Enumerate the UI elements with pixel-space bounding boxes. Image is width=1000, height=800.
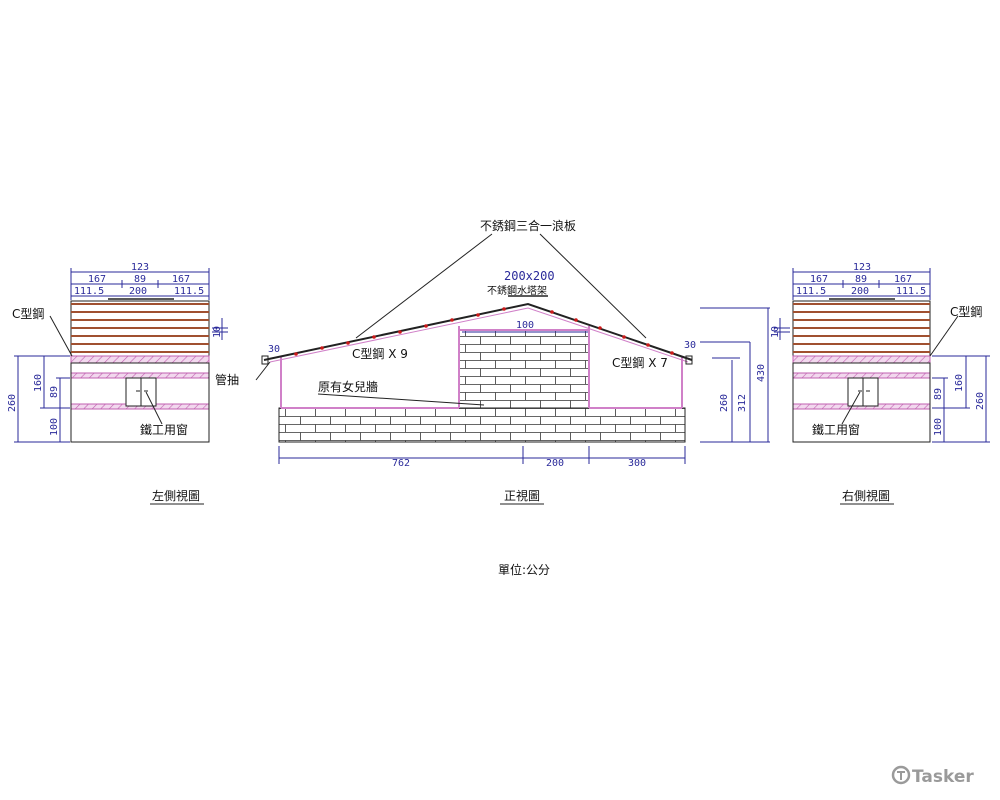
roof-planks-left: [70, 300, 210, 360]
dim-260: 260: [719, 394, 730, 412]
left-view: 123 167 89 167 111.5 200 111.5 10 260 16…: [7, 262, 228, 505]
right-dim-167b: 167: [894, 274, 912, 285]
title-right-view: 右側視圖: [842, 488, 890, 503]
raised-wall-block: [458, 329, 590, 409]
right-dim-260: 260: [975, 392, 986, 410]
dim-430: 430: [756, 364, 767, 382]
front-view: 不銹鋼三合一浪板 200x200 不銹鋼水塔架 C型鋼 X 9 C型鋼 X 7 …: [215, 218, 770, 469]
label-roof-sheet: 不銹鋼三合一浪板: [480, 218, 576, 233]
left-dim-111b: 111.5: [174, 286, 204, 297]
right-dim-89: 89: [855, 274, 867, 285]
roof-planks-right: [792, 300, 931, 360]
watermark-text: Tasker: [912, 767, 974, 787]
label-window-left: 鐵工用窗: [140, 422, 188, 437]
left-dim-260: 260: [7, 394, 18, 412]
label-tank-size: 200x200: [504, 269, 555, 283]
dim-30-left: 30: [268, 344, 280, 355]
gutter-right: [685, 355, 693, 365]
left-dim-111a: 111.5: [74, 286, 104, 297]
left-dim-10: 10: [212, 326, 223, 338]
label-c-steel-left: C型鋼 X 9: [352, 347, 408, 361]
label-c-steel-right: C型鋼 X 7: [612, 356, 668, 370]
right-dim-100: 100: [933, 418, 944, 436]
right-dim-160: 160: [954, 374, 965, 392]
left-dim-100: 100: [49, 418, 60, 436]
label-window-right: 鐵工用窗: [812, 422, 860, 437]
left-dim-89: 89: [134, 274, 146, 285]
right-dim-89v: 89: [933, 388, 944, 400]
dim-312: 312: [737, 394, 748, 412]
left-dim-160: 160: [33, 374, 44, 392]
tasker-logo-icon: [891, 765, 911, 785]
dim-30-right: 30: [684, 340, 696, 351]
dim-200: 200: [546, 458, 564, 469]
roof-inner-line: [269, 307, 689, 363]
title-left-view: 左側視圖: [152, 488, 200, 503]
roof-purlins: [294, 307, 674, 356]
left-dim-89v: 89: [49, 386, 60, 398]
title-front-view: 正視圖: [504, 488, 540, 503]
right-dim-111a: 111.5: [796, 286, 826, 297]
label-c-steel-side-right: C型鋼: [950, 305, 982, 319]
left-dim-167b: 167: [172, 274, 190, 285]
right-dim-123: 123: [853, 262, 871, 273]
right-dim-111b: 111.5: [896, 286, 926, 297]
dim-762: 762: [392, 458, 410, 469]
left-dim-167a: 167: [88, 274, 106, 285]
label-c-steel-side-left: C型鋼: [12, 307, 44, 321]
dim-300: 300: [628, 458, 646, 469]
right-dim-10: 10: [770, 326, 781, 338]
right-dim-167a: 167: [810, 274, 828, 285]
label-tank-frame: 不銹鋼水塔架: [487, 284, 547, 297]
parapet-wall: [278, 407, 686, 443]
right-dim-200: 200: [851, 286, 869, 297]
left-dim-123: 123: [131, 262, 149, 273]
right-view: 123 167 89 167 111.5 200 111.5 10 160 89…: [770, 262, 990, 505]
watermark: Tasker: [891, 765, 974, 787]
roof-line: [263, 302, 693, 361]
left-dim-200: 200: [129, 286, 147, 297]
label-gutter: 管抽: [215, 372, 239, 387]
steel-posts: [280, 326, 683, 409]
label-parapet: 原有女兒牆: [318, 379, 378, 394]
unit-note: 單位:公分: [498, 562, 550, 577]
dim-100: 100: [516, 320, 534, 331]
